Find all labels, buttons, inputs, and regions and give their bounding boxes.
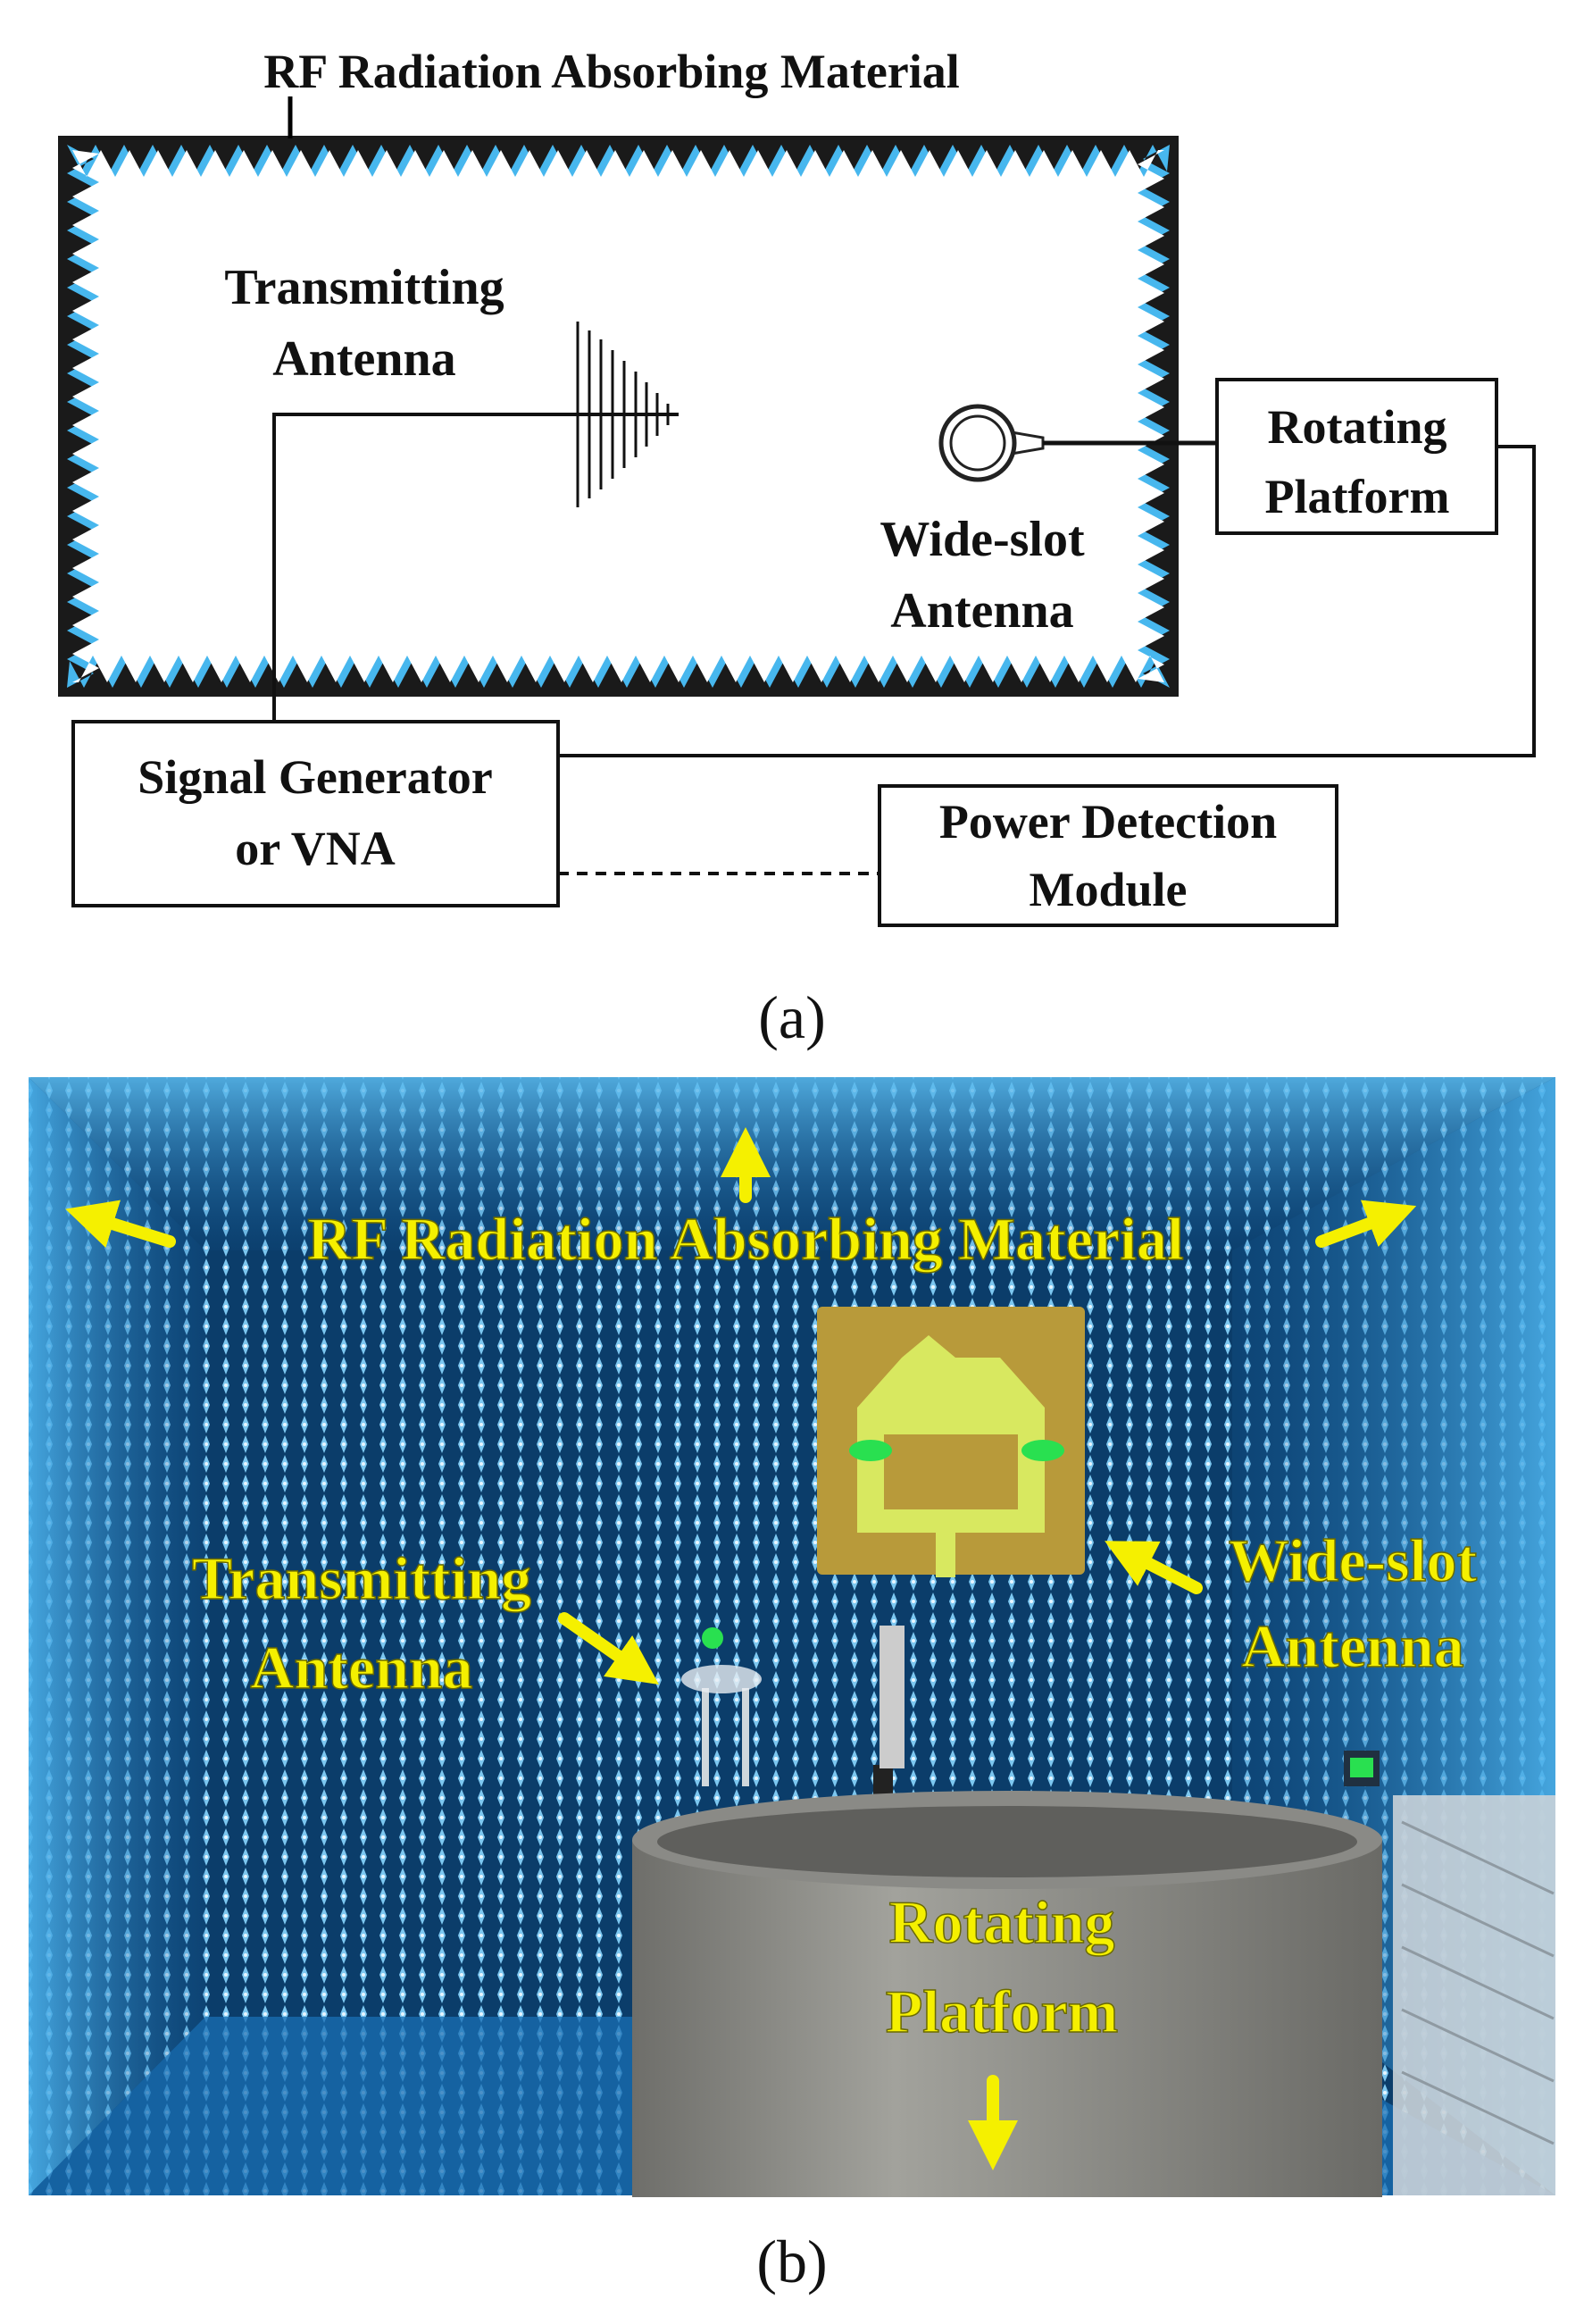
panel-b-photo: RF Radiation Absorbing Material Transmit… — [29, 1077, 1555, 2295]
caption-b: (b) — [756, 2228, 827, 2295]
power-detection-label-line1: Power Detection — [939, 795, 1277, 849]
photo-absorber-label: RF Radiation Absorbing Material — [307, 1205, 1184, 1273]
platform-control-line — [558, 445, 1536, 757]
tx-antenna-photo — [681, 1627, 762, 1786]
chamber-left-wall — [29, 1077, 205, 2195]
arrow-icon-group — [65, 1127, 1417, 2170]
arrow-icon-tx — [558, 1612, 659, 1685]
photo-ws-label-line1: Wide-slot — [1229, 1526, 1478, 1594]
arrow-icon-ws — [1105, 1541, 1203, 1594]
side-wedge-absorbers — [1393, 1795, 1555, 2195]
absorber-label: RF Radiation Absorbing Material — [263, 45, 960, 98]
photo-rotating-label-line1: Rotating — [888, 1888, 1114, 1956]
arrow-icon-right — [1315, 1200, 1417, 1248]
photo-rotating-label-line2: Platform — [886, 1977, 1119, 2045]
caption-a: (a) — [758, 983, 825, 1051]
signal-generator-label-line1: Signal Generator — [138, 750, 492, 804]
rotating-platform-label-line1: Rotating — [1268, 400, 1447, 454]
rotating-platform-box — [1215, 378, 1498, 535]
exit-sign-icon — [1344, 1751, 1380, 1786]
tx-antenna-label-line1: Transmitting — [224, 260, 504, 315]
signal-generator-label-line2: or VNA — [235, 822, 396, 875]
photo-ws-label-line2: Antenna — [1241, 1612, 1463, 1680]
arrow-icon-left — [65, 1200, 176, 1249]
wide-slot-label-line2: Antenna — [890, 583, 1073, 639]
side-wedge-pattern — [1401, 1820, 1555, 2145]
tx-antenna-label-line2: Antenna — [272, 331, 455, 387]
photo-tx-label-line1: Transmitting — [192, 1544, 531, 1612]
rotating-platform-label-line2: Platform — [1265, 470, 1450, 523]
wide-slot-label-line1: Wide-slot — [880, 512, 1085, 567]
power-detection-label-line2: Module — [1029, 863, 1187, 916]
power-detection-box — [878, 784, 1338, 927]
panel-a-diagram: RF Radiation Absorbing Material Transmit… — [58, 45, 1536, 1051]
signal-generator-box — [71, 720, 560, 907]
photo-tx-label-line2: Antenna — [250, 1634, 472, 1701]
tx-feed-cable — [272, 413, 578, 722]
chamber-ceiling — [29, 1077, 1555, 1250]
wide-slot-antenna-board — [817, 1307, 1085, 1926]
